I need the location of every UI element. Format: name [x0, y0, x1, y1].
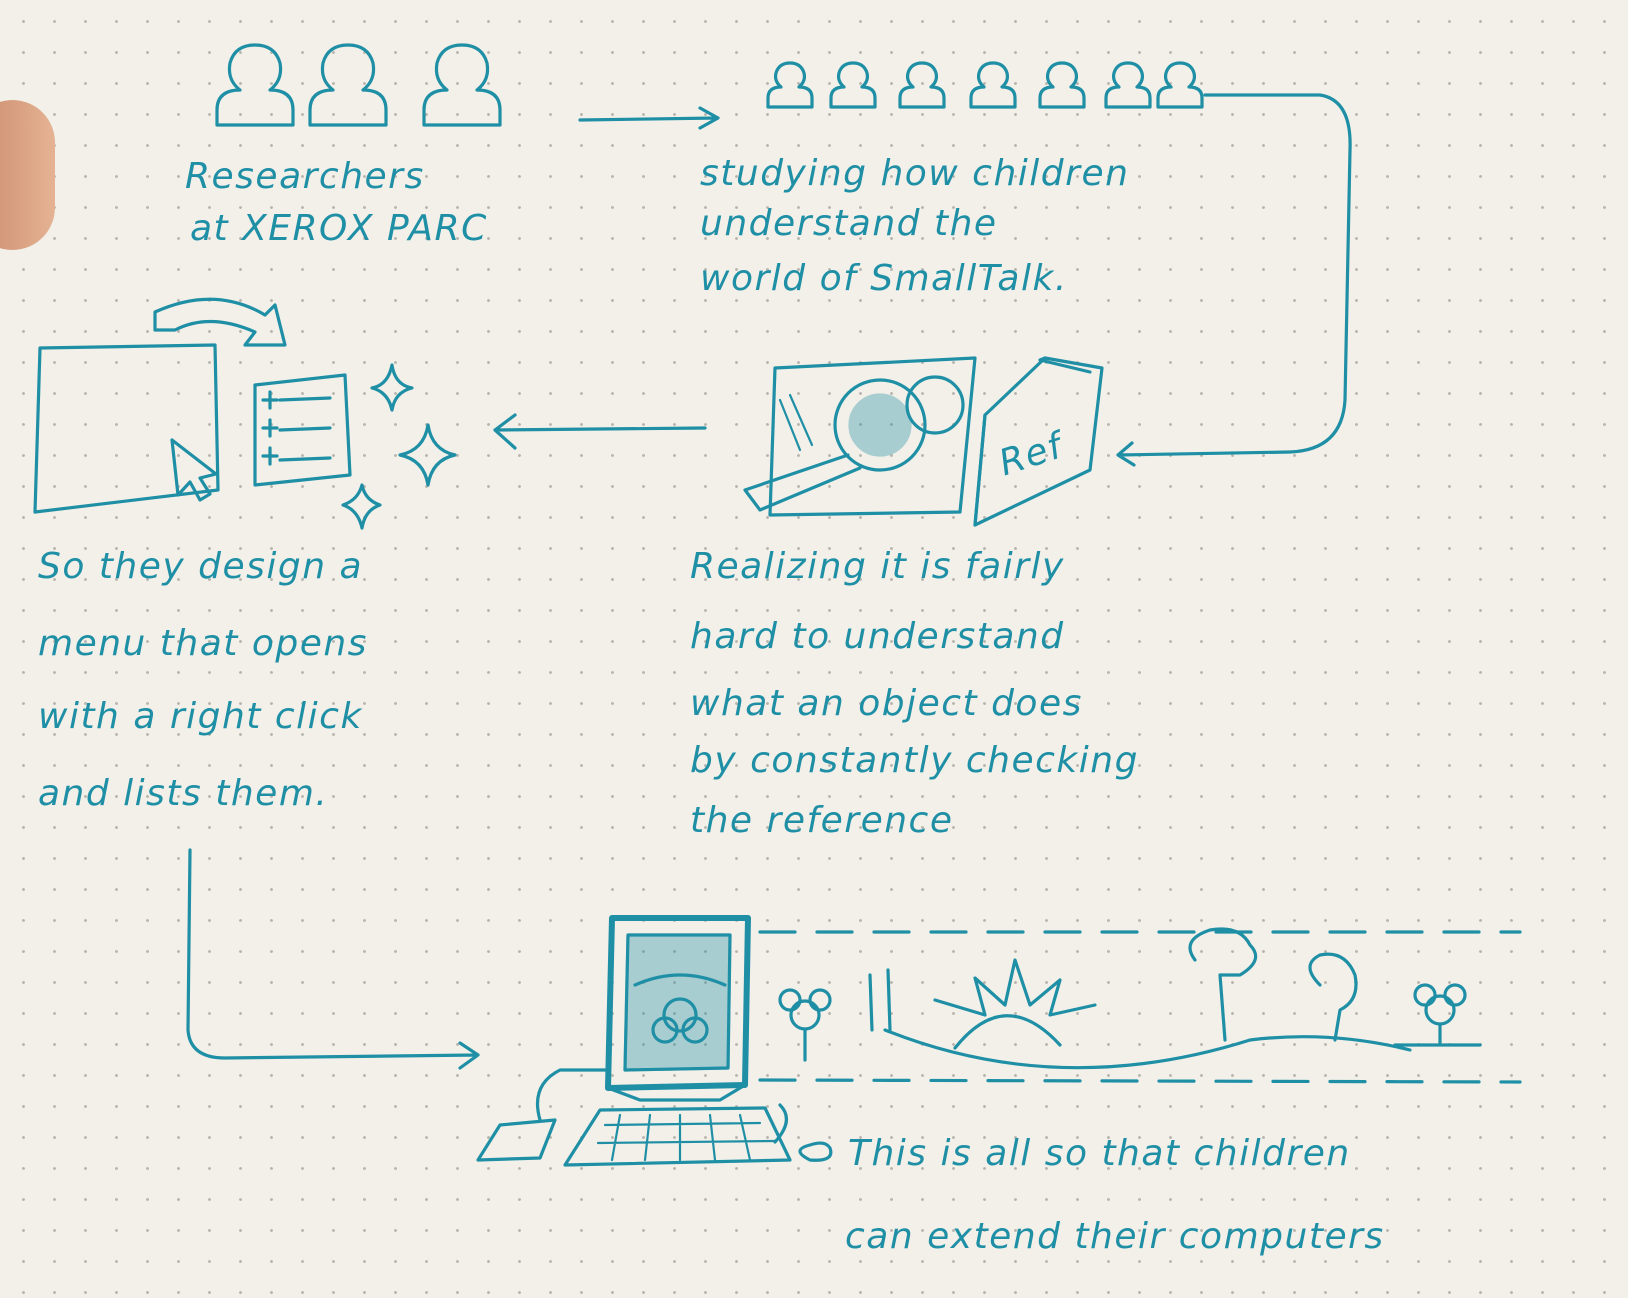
- svg-text:can extend their computers: can extend their computers: [845, 1216, 1385, 1257]
- computer-icon: [476, 915, 833, 1167]
- svg-text:Realizing it is fairly: Realizing it is fairly: [690, 546, 1065, 587]
- magnifier-picture-icon: [743, 356, 977, 517]
- sparkle-icons: [341, 363, 457, 530]
- svg-text:Ref: Ref: [994, 424, 1071, 484]
- svg-text:This is all so that children: This is all so that children: [848, 1133, 1351, 1174]
- arrow-left-icon: [493, 413, 707, 450]
- svg-text:with a right click: with a right click: [38, 696, 363, 737]
- cursor-icon: [170, 438, 218, 502]
- svg-text:Researchers: Researchers: [185, 156, 425, 197]
- arrow-right-icon: [578, 106, 720, 130]
- researchers-icon: [215, 43, 502, 127]
- conclusion-text: This is all so that children can extend …: [845, 1133, 1385, 1257]
- svg-text:understand the: understand the: [700, 203, 998, 244]
- curved-arrow-icon: [1116, 93, 1352, 467]
- studying-text: studying how children understand the wor…: [700, 153, 1129, 299]
- thumb: [0, 100, 55, 250]
- svg-text:what an object does: what an object does: [690, 683, 1083, 724]
- svg-text:by constantly checking: by constantly checking: [690, 740, 1139, 781]
- svg-text:menu that opens: menu that opens: [38, 623, 368, 664]
- arrow-down-right-icon: [186, 848, 480, 1070]
- svg-text:hard to understand: hard to understand: [690, 616, 1065, 657]
- reference-book-icon: Ref: [973, 356, 1104, 527]
- svg-text:world of SmallTalk.: world of SmallTalk.: [700, 258, 1068, 299]
- svg-text:So they design a: So they design a: [38, 546, 363, 587]
- svg-text:the reference: the reference: [690, 800, 954, 841]
- curved-arrow-icon: [153, 297, 287, 347]
- design-menu-text: So they design a menu that opens with a …: [38, 546, 368, 814]
- svg-text:at XEROX PARC: at XEROX PARC: [190, 208, 488, 249]
- landscape-icon: [758, 927, 1522, 1084]
- realizing-text: Realizing it is fairly hard to understan…: [690, 546, 1139, 841]
- svg-text:and lists them.: and lists them.: [38, 773, 328, 814]
- context-menu-icon: [253, 373, 352, 487]
- window-icon: [33, 343, 220, 514]
- svg-text:studying how children: studying how children: [700, 153, 1129, 194]
- researchers-text: Researchers at XEROX PARC: [185, 156, 488, 249]
- children-icon: [766, 61, 1204, 109]
